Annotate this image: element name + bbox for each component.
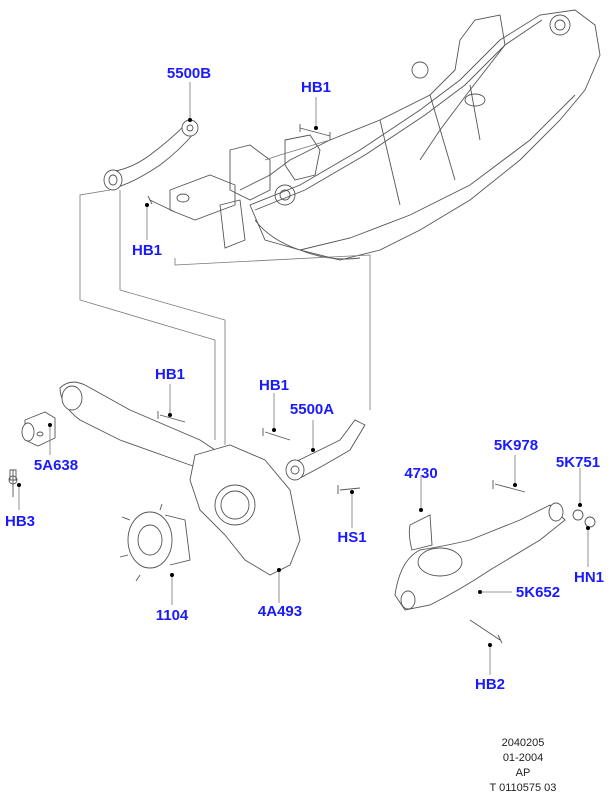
callout-4a493: 4A493 — [257, 603, 303, 620]
callout-1104: 1104 — [155, 607, 189, 624]
upper-link-5500b — [103, 119, 199, 191]
callout-hb2: HB2 — [474, 676, 506, 693]
leader-dots — [17, 118, 590, 647]
callout-5k652: 5K652 — [515, 584, 561, 601]
lower-control-arm-5k652 — [394, 502, 596, 611]
footer-ref: T 0110575 03 — [489, 782, 557, 794]
callout-5a638: 5A638 — [33, 457, 79, 474]
footer-date: 01-2004 — [502, 752, 544, 764]
drawing-footer: 2040205 01-2004 AP T 0110575 03 — [478, 736, 568, 796]
callout-hb1-top: HB1 — [300, 79, 332, 96]
trailing-arm — [59, 381, 301, 576]
lower-link-5500a — [285, 419, 366, 481]
leader-lines — [18, 82, 589, 675]
callout-5k978: 5K978 — [493, 437, 539, 454]
bushing-5a638 — [8, 411, 56, 497]
rear-subframe — [169, 9, 601, 261]
callout-hs1: HS1 — [337, 529, 367, 546]
bolts — [147, 124, 526, 644]
callout-hb1-left: HB1 — [131, 242, 163, 259]
callout-4730: 4730 — [404, 465, 438, 482]
wheel-hub-1104 — [119, 503, 191, 582]
callout-5500b: 5500B — [166, 65, 212, 82]
callout-5500a: 5500A — [289, 401, 335, 418]
callout-5k751: 5K751 — [555, 454, 601, 471]
footer-code: 2040205 — [501, 737, 545, 749]
footer-region: AP — [515, 767, 531, 779]
callout-hb1-mid-left: HB1 — [154, 366, 186, 383]
callout-hn1: HN1 — [573, 569, 605, 586]
callout-hb3: HB3 — [4, 513, 36, 530]
callout-hb1-mid-right: HB1 — [258, 377, 290, 394]
